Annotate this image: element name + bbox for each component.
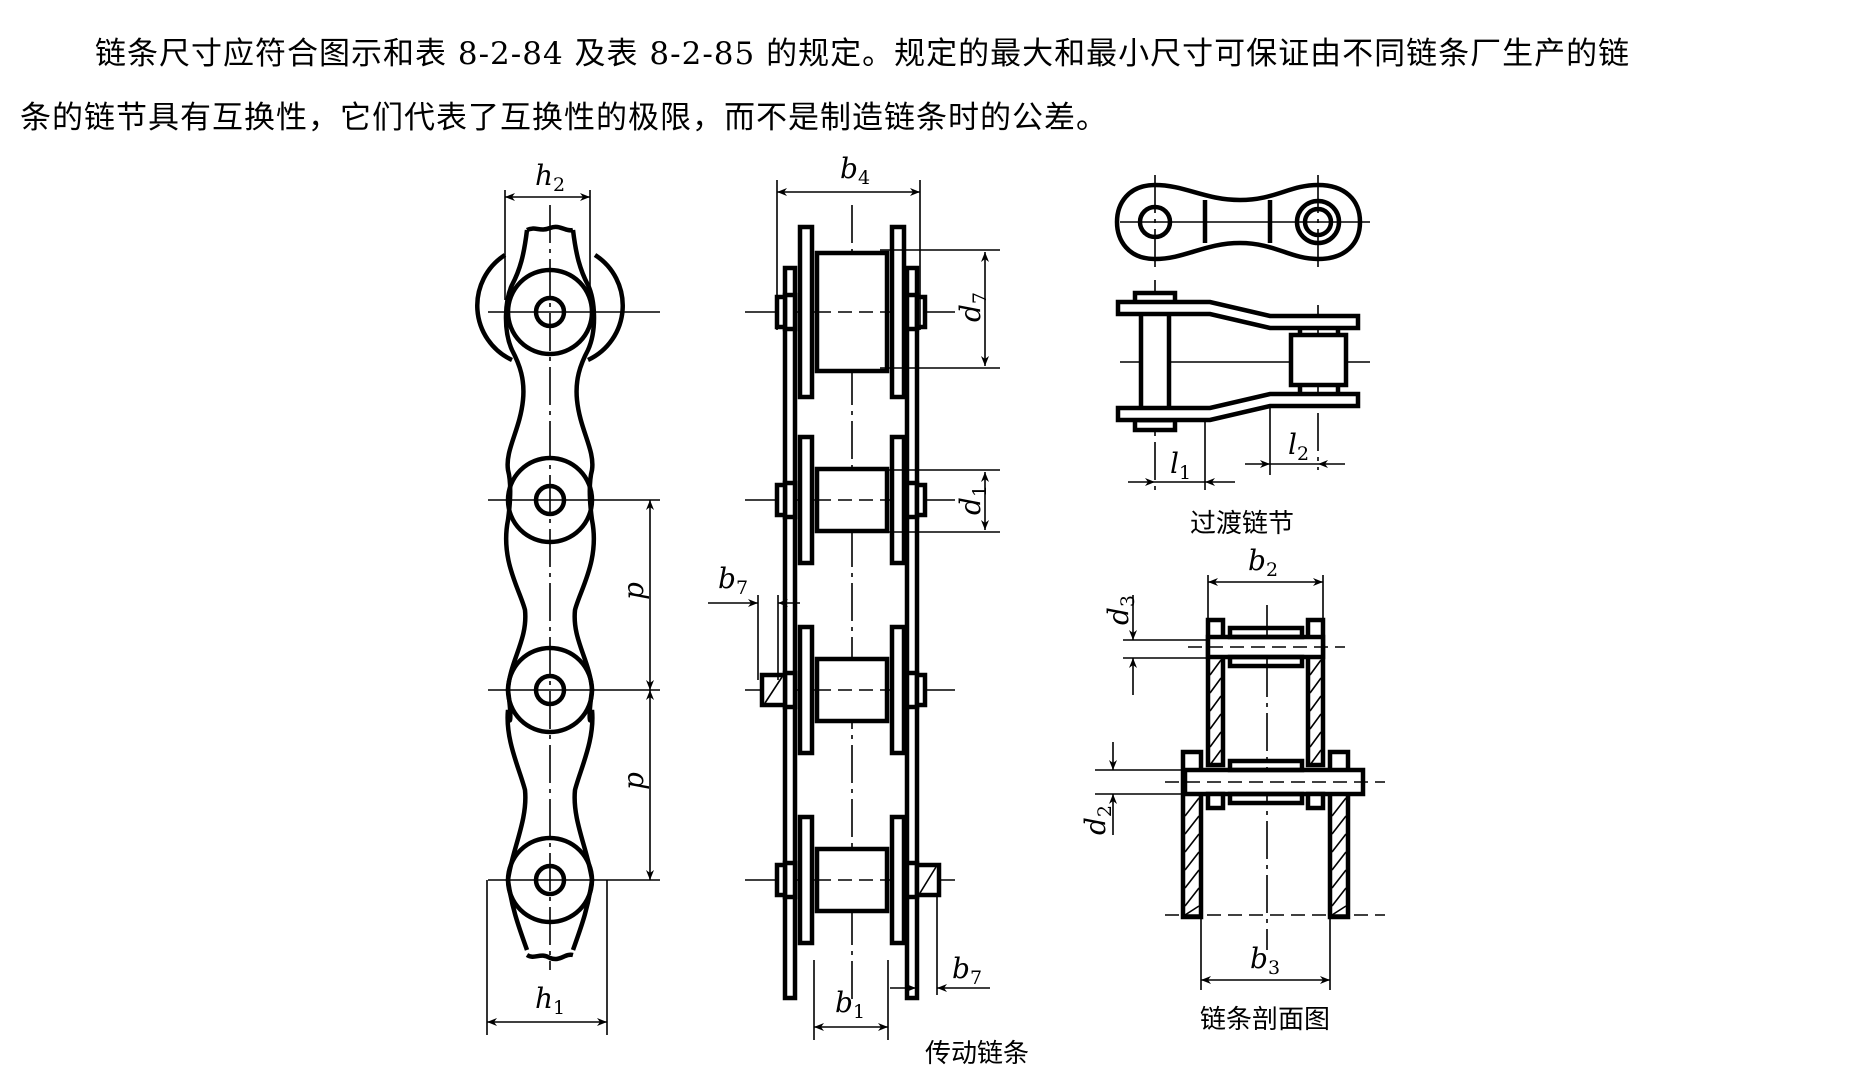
pin-head [914,672,928,708]
section-hatch [1331,887,1347,907]
roller-arc-right [587,253,625,363]
section-hatch [1184,815,1200,835]
section-hatch [1331,905,1347,916]
inner-plate [889,624,907,756]
caption-drive-chain: 传动链条 [925,1039,1029,1069]
section-hatch [1309,749,1322,766]
label-b4: b4 [840,152,870,189]
front-view-bottom-end [525,952,574,962]
label-d1: d1 [954,485,991,515]
section-hatch [1184,869,1200,889]
caption-chain-section: 链条剖面图 [1200,1005,1330,1035]
label-b2: b2 [1248,544,1278,581]
label-p-lower: p [617,772,650,790]
label-l2: l2 [1288,428,1309,465]
label-d2: d2 [1079,805,1116,835]
hatch [764,676,783,704]
section-hatch [1309,713,1322,730]
hatch [919,866,937,894]
section-hatch [1209,731,1222,748]
outer-plate-left [782,265,798,1001]
pin-head [774,294,788,330]
inner-plate [797,224,815,400]
inner-plate [889,224,907,400]
section-hatch [1331,815,1347,835]
section-hatch [1209,713,1222,730]
transition-link-top-outline [1114,182,1363,262]
section-hatch [1331,869,1347,889]
section-hatch [1184,797,1200,817]
label-h2: h2 [535,159,565,196]
chain-section: b2 d3 d2 b3 [1079,544,1385,1035]
front-view-top-end [525,224,574,233]
section-hatch [1309,677,1322,694]
roller-arc-left [475,253,513,363]
section-hatch [1209,677,1222,694]
inner-plate [797,814,815,946]
section-hatch [1184,905,1200,916]
inner-plate [797,624,815,756]
paragraph-line-1: 链条尺寸应符合图示和表 8-2-84 及表 8-2-85 的规定。规定的最大和最… [95,36,1631,72]
label-b3: b3 [1250,942,1280,979]
label-l1: l1 [1170,447,1191,484]
label-h1: h1 [535,982,565,1019]
section-hatch [1331,833,1347,853]
outer-plate-right [904,265,920,1001]
section-hatch [1209,695,1222,712]
section-hatch [1309,731,1322,748]
label-b7-right: b7 [952,952,982,989]
section-hatch [1209,749,1222,766]
section-hatch [1184,887,1200,907]
inner-plate [889,814,907,946]
pin-head [914,294,928,330]
pin-head [914,482,928,518]
section-hatch [1309,659,1322,676]
section-hatch [1209,659,1222,676]
label-d3: d3 [1102,595,1139,625]
caption-transition-link: 过渡链节 [1190,509,1294,539]
label-b1: b1 [835,986,865,1023]
chain-side-view: b4 d7 d1 b7 b7 b1 传动链条 [708,152,1029,1069]
label-d7: d7 [954,292,991,322]
section-hatch [1184,851,1200,871]
front-view-outline-right [570,229,597,951]
chain-front-view: h2 p p h1 [475,159,660,1035]
pin-head [774,482,788,518]
label-p-upper: p [617,582,650,600]
front-view-outline-left [503,229,530,951]
section-hatch [1331,797,1347,817]
section-hatch [1309,695,1322,712]
paragraph-line-2: 条的链节具有互换性，它们代表了互换性的极限，而不是制造链条时的公差。 [20,100,1108,136]
label-b7-left: b7 [718,562,748,599]
inner-plate [889,434,907,566]
transition-link: l1 l2 过渡链节 [1114,175,1370,539]
section-hatch [1331,851,1347,871]
inner-plate [797,434,815,566]
pin-head [774,862,788,898]
section-hatch [1184,833,1200,853]
